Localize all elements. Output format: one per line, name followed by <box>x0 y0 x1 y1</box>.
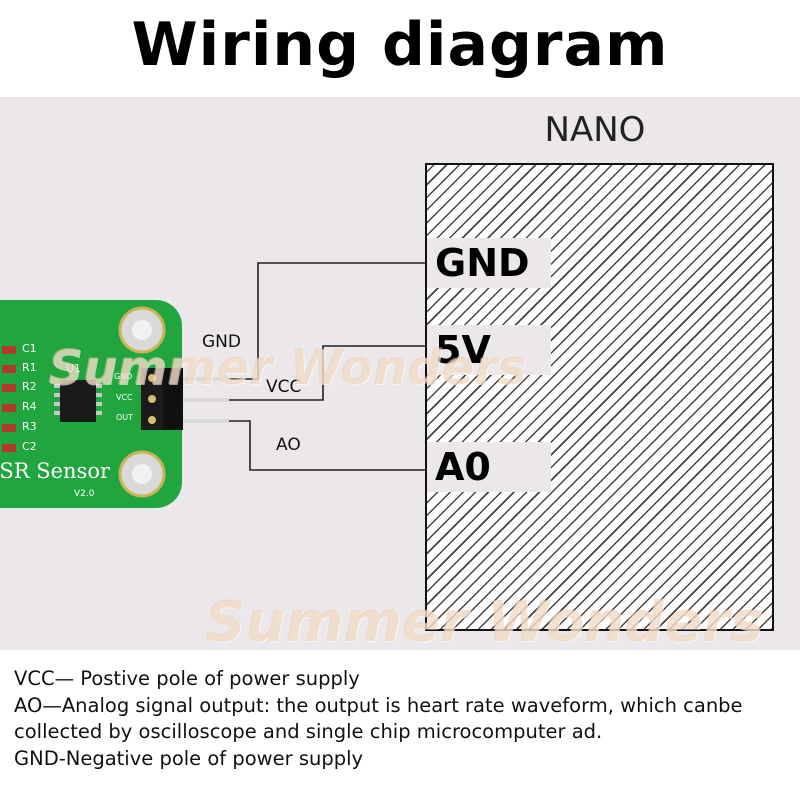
chip-label: U1 <box>66 362 82 375</box>
sensor-label-clip: SR Sensor <box>0 455 110 495</box>
desc-gnd: GND-Negative pole of power supply <box>14 746 364 770</box>
chip-u1 <box>60 380 96 422</box>
wire-label-gnd: GND <box>202 332 241 352</box>
wire-ao <box>229 420 430 471</box>
sensor-board <box>0 300 229 508</box>
pin-5v: 5V <box>427 325 551 375</box>
wire-label-vcc: VCC <box>266 377 302 397</box>
component-r1: R1 <box>22 361 37 374</box>
component-r3: R3 <box>22 420 37 433</box>
header-pin-gnd: GND <box>114 372 133 381</box>
pin-a0: A0 <box>427 442 551 492</box>
mounting-hole-top <box>118 306 166 354</box>
pin-gnd: GND <box>427 238 551 288</box>
desc-ao-cont: collected by oscilloscope and single chi… <box>14 720 603 743</box>
component-c1: C1 <box>22 342 37 355</box>
diagram-title: Wiring diagram <box>131 10 669 80</box>
component-c2: C2 <box>22 440 37 453</box>
wire-gnd <box>229 262 430 380</box>
pin-description: VCC— Postive pole of power supply AO—Ana… <box>14 666 794 772</box>
nano-board <box>425 163 774 631</box>
wire-label-ao: AO <box>276 435 301 455</box>
wire-vcc <box>229 345 430 401</box>
header-pin-out: OUT <box>116 413 134 422</box>
header-pin-vcc: VCC <box>116 393 133 402</box>
component-r4: R4 <box>22 400 37 413</box>
sensor-version: V2.0 <box>74 489 95 499</box>
board-name: NANO <box>544 110 646 150</box>
desc-vcc: VCC— Postive pole of power supply <box>14 667 360 690</box>
component-r2: R2 <box>22 380 37 393</box>
desc-ao: AO—Analog signal output: the output is h… <box>14 693 743 717</box>
sensor-label: SR Sensor <box>0 459 110 483</box>
mounting-hole-bottom <box>118 450 166 498</box>
